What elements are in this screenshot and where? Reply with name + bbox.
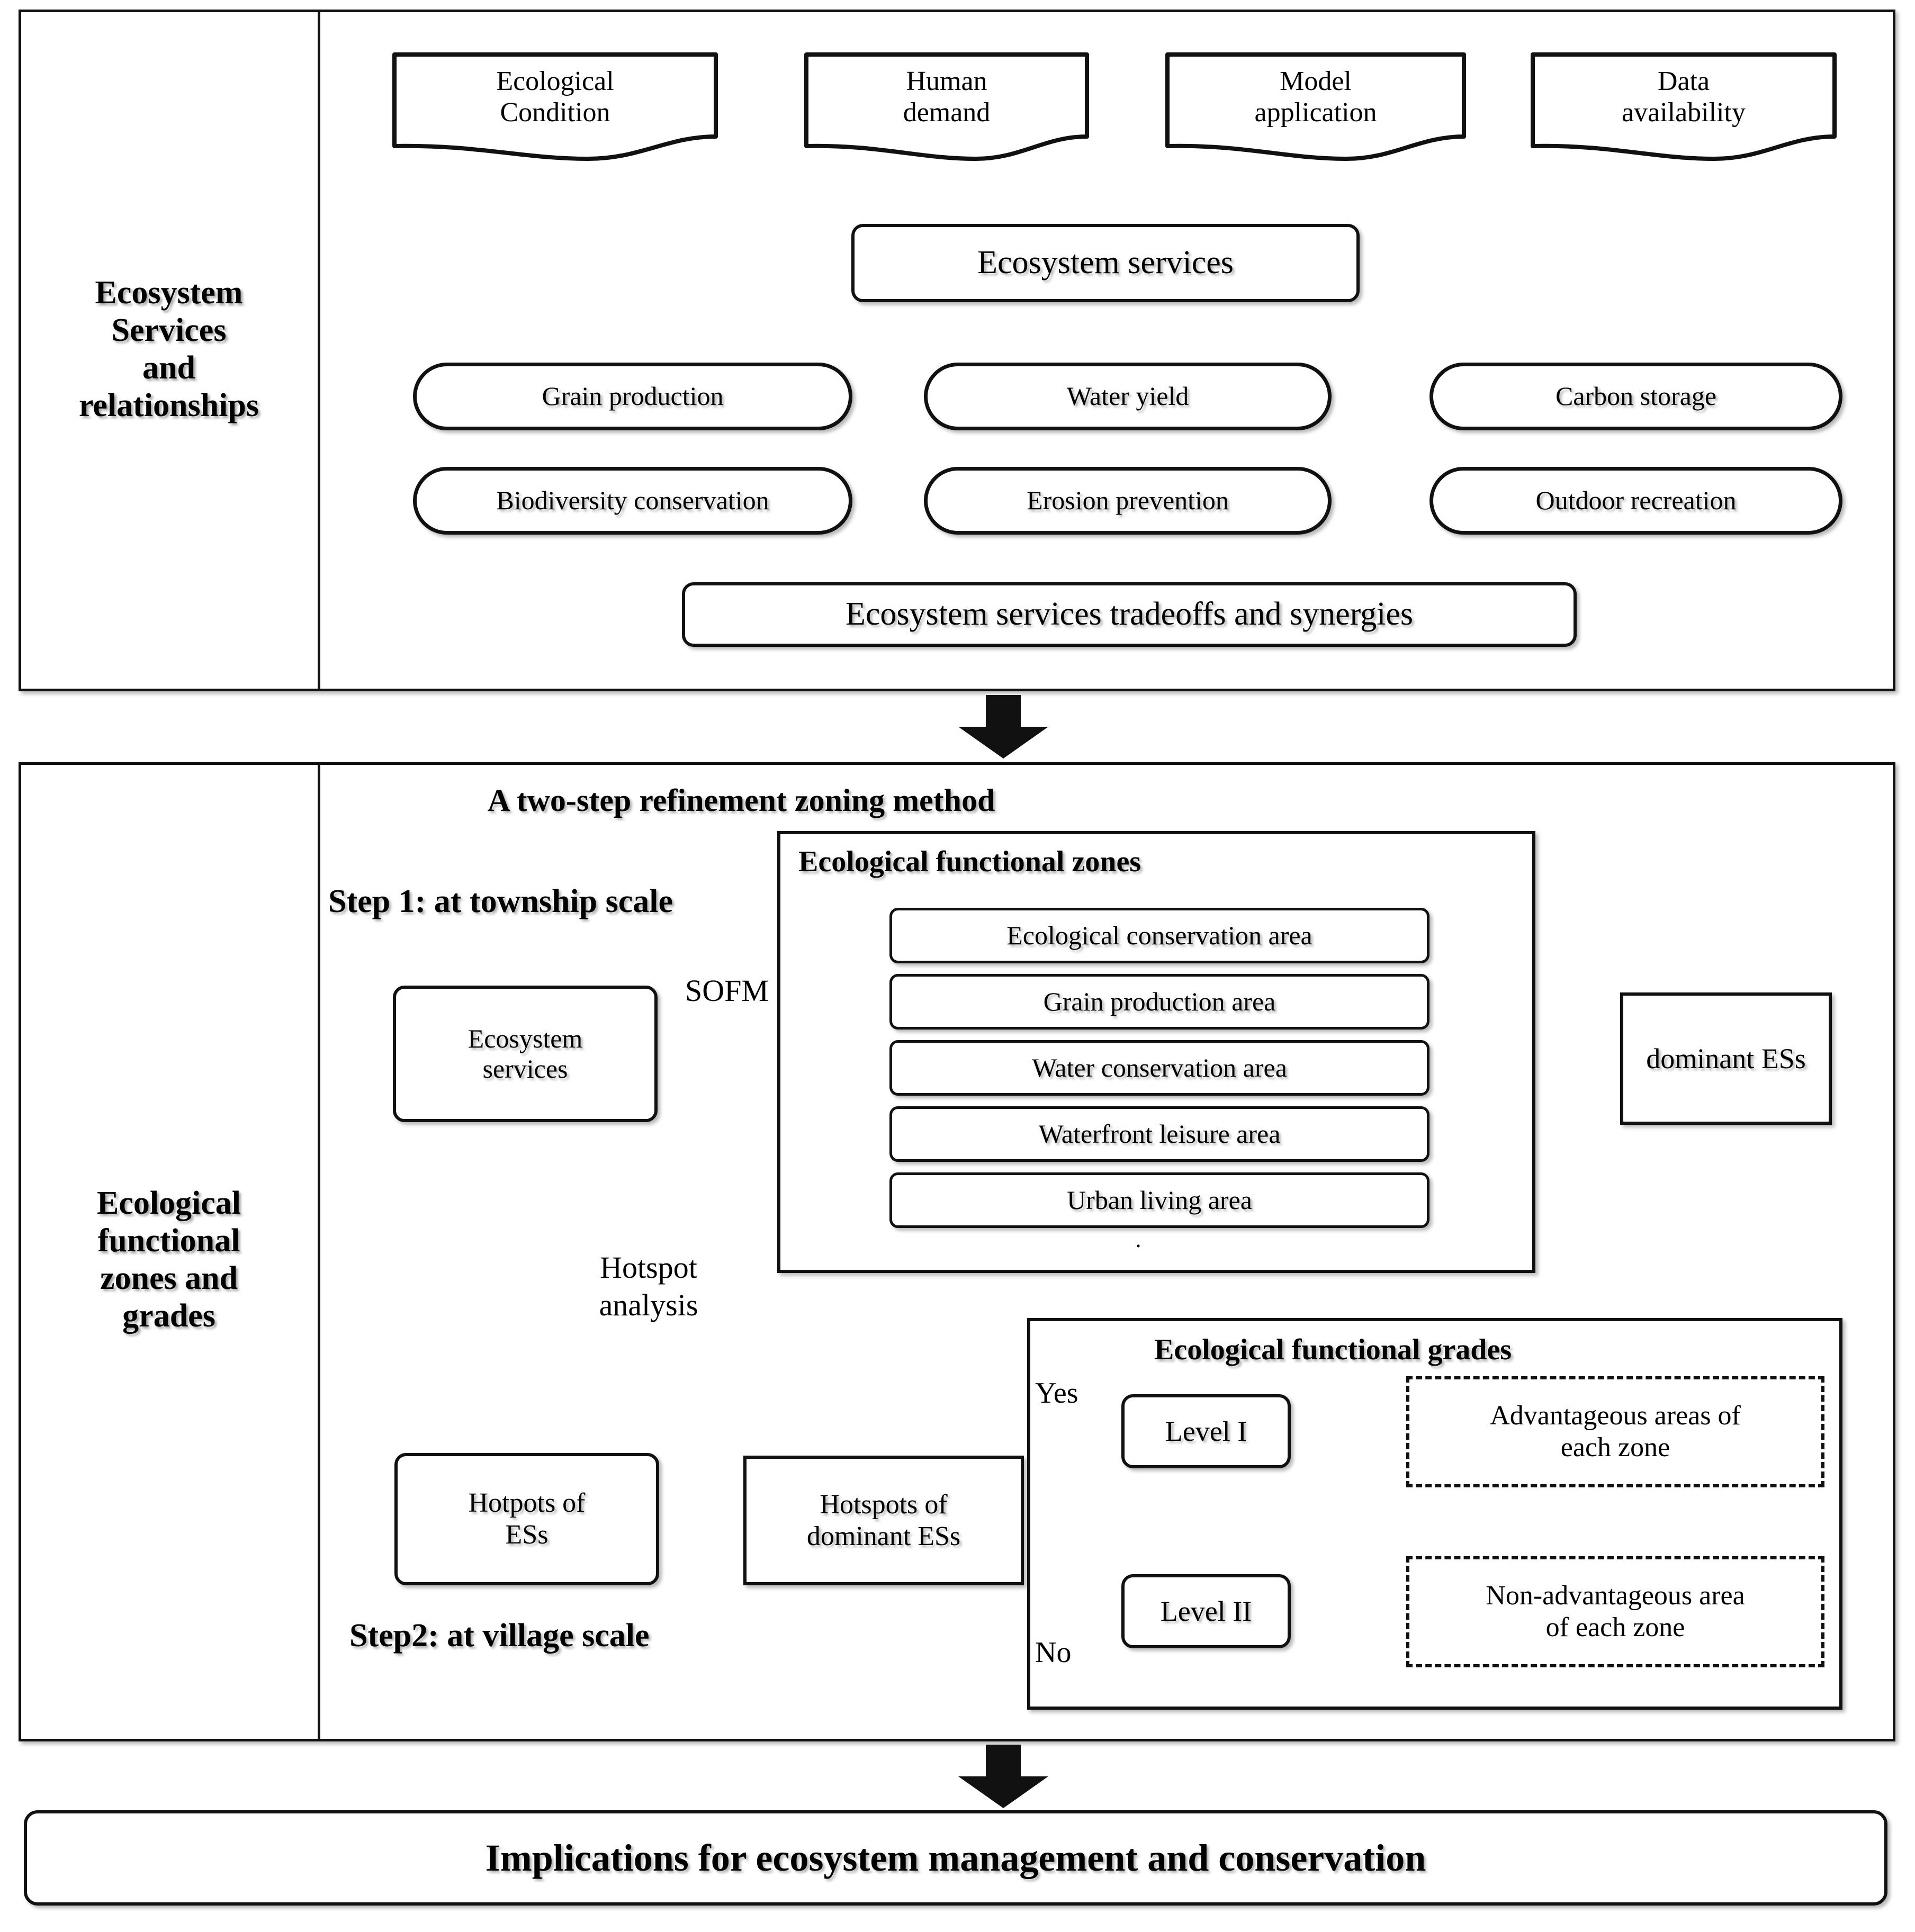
hotpots-of-es-box: Hotpots of ESs [394,1453,659,1585]
hotspot-analysis-label: Hotspot analysis [561,1249,736,1324]
es-input-line-2: services [482,1054,568,1084]
es-input-box-step1: Ecosystem services [393,986,658,1122]
service-water-yield: Water yield [924,363,1332,430]
panel2-sidebar-divider [318,762,320,1741]
service-label: Biodiversity conservation [496,485,769,516]
hotspots-of-dominant-es-box: Hotspots of dominant ESs [743,1456,1024,1585]
two-step-method-title: A two-step refinement zoning method [487,783,995,818]
service-erosion-prevention: Erosion prevention [924,467,1332,535]
zone-grain-production-area: Grain production area [889,974,1429,1030]
sofm-label: SOFM [685,973,769,1008]
input-doc-line-1: Human [906,66,987,96]
service-label: Carbon storage [1555,381,1717,411]
dominant-es-box: dominant ESs [1620,992,1832,1125]
panel2-sidebar-label: Ecological functional zones and grades [24,1149,314,1371]
service-outdoor-recreation: Outdoor recreation [1429,467,1842,535]
step1-label: Step 1: at township scale [328,883,673,919]
branch-yes-label: Yes [1035,1377,1078,1410]
panel1-sidebar-line-4: relationships [79,387,259,423]
panel2-sidebar-line-2: functional [97,1223,240,1259]
input-doc-human-demand: Human demand [804,52,1090,167]
outcome-non-advantageous-areas: Non-advantageous area of each zone [1406,1556,1824,1667]
panel2-sidebar-line-3: zones and [100,1260,238,1296]
zone-label: Grain production area [1043,986,1276,1016]
panel2-sidebar-line-1: Ecological [96,1185,241,1221]
zone-label: Water conservation area [1032,1052,1287,1082]
zone-ecological-conservation-area: Ecological conservation area [889,908,1429,963]
implications-footer-box: Implications for ecosystem management an… [24,1810,1887,1906]
ecological-functional-zones-title: Ecological functional zones [798,845,1141,878]
tradeoffs-label: Ecosystem services tradeoffs and synergi… [845,596,1414,633]
hotspots-dom-line-1: Hotspots of [820,1489,948,1520]
implications-footer-label: Implications for ecosystem management an… [485,1836,1426,1879]
outcome-advantageous-line-2: each zone [1560,1432,1670,1462]
grade-level-2-label: Level II [1160,1595,1252,1627]
panel2-sidebar-line-4: grades [122,1298,215,1334]
zone-label: Waterfront leisure area [1038,1118,1281,1149]
ecological-functional-grades-title: Ecological functional grades [1154,1333,1512,1366]
zone-urban-living-area: Urban living area [889,1172,1429,1228]
input-doc-line-1: Data [1657,66,1710,96]
input-doc-data-availability: Data availability [1530,52,1837,167]
panel1-sidebar-line-3: and [142,350,195,386]
panel1-sidebar-line-1: Ecosystem [95,275,243,311]
service-grain-production: Grain production [413,363,852,430]
service-label: Water yield [1066,381,1189,411]
hotpots-line-1: Hotpots of [468,1488,586,1519]
input-doc-line-2: application [1254,97,1377,128]
service-carbon-storage: Carbon storage [1429,363,1842,430]
ecosystem-services-hub-label: Ecosystem services [977,245,1234,281]
hotspot-analysis-line-1: Hotspot [600,1250,697,1285]
panel1-sidebar-line-2: Services [111,312,227,348]
outcome-non-advantageous-line-2: of each zone [1545,1612,1685,1642]
input-doc-line-2: availability [1622,97,1746,128]
tradeoffs-and-synergies-box: Ecosystem services tradeoffs and synergi… [682,582,1577,647]
down-block-arrow-icon-bottom [948,1745,1059,1809]
grade-level-1-box: Level I [1121,1394,1291,1468]
grade-level-2-box: Level II [1121,1574,1291,1648]
ecosystem-services-hub: Ecosystem services [851,224,1360,302]
input-doc-line-2: Condition [500,97,610,128]
input-doc-line-1: Model [1280,66,1352,96]
dominant-es-label: dominant ESs [1646,1042,1806,1075]
zone-water-conservation-area: Water conservation area [889,1040,1429,1096]
service-biodiversity-conservation: Biodiversity conservation [413,467,852,535]
grade-level-1-label: Level I [1165,1415,1247,1447]
zone-label: Ecological conservation area [1006,920,1312,950]
down-block-arrow-icon-top [948,695,1059,760]
service-label: Grain production [542,381,724,411]
es-input-line-1: Ecosystem [467,1023,583,1053]
branch-no-label: No [1035,1636,1072,1669]
panel1-sidebar-divider [318,10,320,691]
hotpots-line-2: ESs [505,1520,549,1550]
panel1-sidebar-label: Ecosystem Services and relationships [24,238,314,461]
zone-waterfront-leisure-area: Waterfront leisure area [889,1106,1429,1162]
input-doc-ecological-condition: Ecological Condition [392,52,718,167]
outcome-non-advantageous-line-1: Non-advantageous area [1486,1581,1745,1611]
input-doc-line-2: demand [903,97,991,128]
outcome-advantageous-areas: Advantageous areas of each zone [1406,1376,1824,1487]
input-doc-line-1: Ecological [496,66,614,96]
outcome-advantageous-line-1: Advantageous areas of [1490,1401,1741,1431]
service-label: Outdoor recreation [1535,485,1737,516]
zones-trailing-dot: . [1135,1226,1141,1252]
zone-label: Urban living area [1067,1185,1252,1215]
hotspots-dom-line-2: dominant ESs [806,1521,961,1551]
hotspot-analysis-line-2: analysis [599,1287,698,1322]
step2-label: Step2: at village scale [349,1618,650,1654]
service-label: Erosion prevention [1027,485,1229,516]
input-doc-model-application: Model application [1165,52,1467,167]
